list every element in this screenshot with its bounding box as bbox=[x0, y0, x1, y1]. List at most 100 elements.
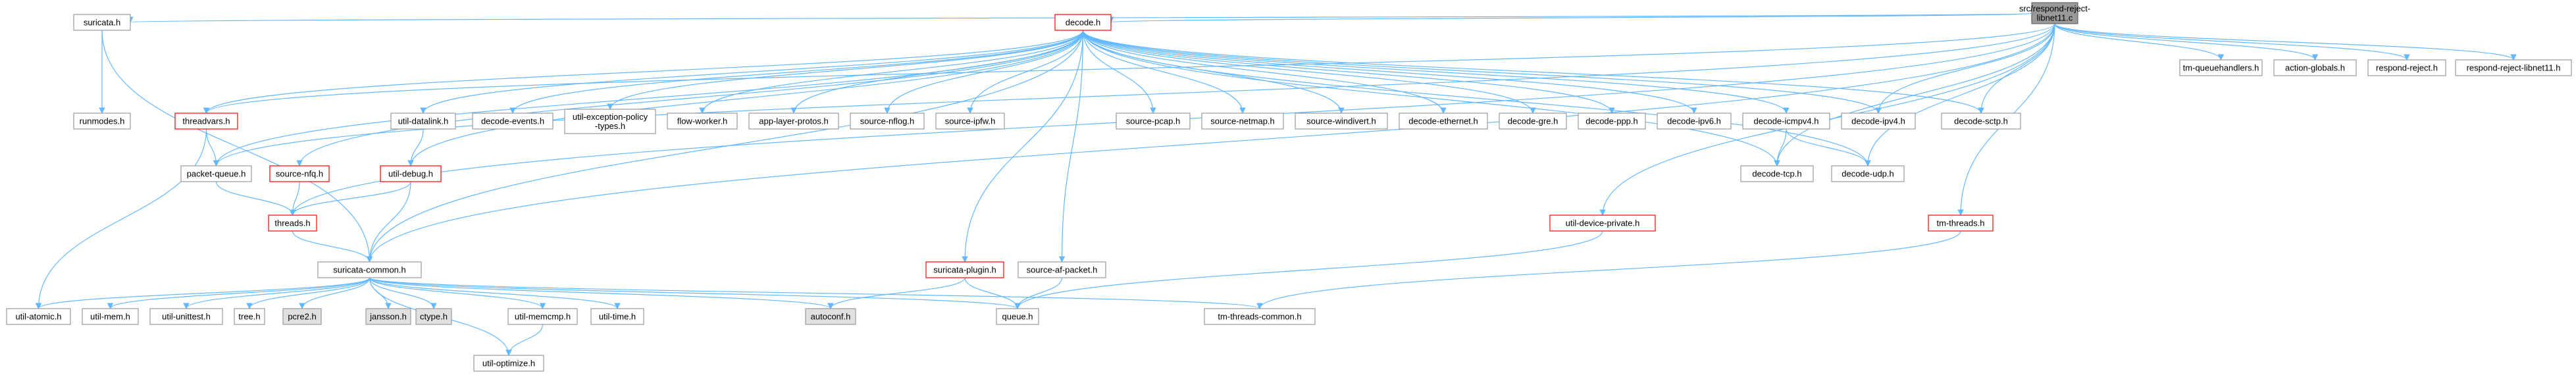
node-label: decode-udp.h bbox=[1842, 169, 1894, 179]
node-decev[interactable]: decode-events.h bbox=[472, 113, 554, 130]
edge-decode-to-decsctp bbox=[1082, 30, 1984, 114]
node-optimize[interactable]: util-optimize.h bbox=[473, 355, 544, 372]
node-srcnfq[interactable]: source-nfq.h bbox=[269, 165, 330, 182]
node-box bbox=[282, 308, 322, 325]
node-mem[interactable]: util-mem.h bbox=[82, 308, 139, 325]
edge-common-to-ctype bbox=[369, 277, 437, 309]
edge-plugin-to-autoconf bbox=[827, 277, 966, 309]
node-label: runmodes.h bbox=[80, 116, 125, 126]
node-dectcp[interactable]: decode-tcp.h bbox=[1740, 165, 1814, 182]
node-deceth[interactable]: decode-ethernet.h bbox=[1399, 113, 1488, 130]
edge bbox=[35, 128, 207, 309]
node-rrl[interactable]: respond-reject-libnet11.h bbox=[2455, 59, 2572, 76]
node-decppp[interactable]: decode-ppp.h bbox=[1578, 113, 1646, 130]
edge-root-to-threadvars bbox=[203, 23, 2055, 114]
node-threads[interactable]: threads.h bbox=[268, 215, 317, 232]
node-label: util-memcmp.h bbox=[515, 312, 571, 322]
node-memcmp[interactable]: util-memcmp.h bbox=[507, 308, 578, 325]
node-nflog[interactable]: source-nflog.h bbox=[850, 113, 925, 130]
node-box bbox=[507, 308, 578, 325]
node-queue[interactable]: queue.h bbox=[996, 308, 1039, 325]
node-label: decode-ipv6.h bbox=[1667, 116, 1721, 126]
edge-decicmp4-to-dectcp bbox=[1774, 128, 1787, 166]
edge-decode-to-srcnfq bbox=[296, 30, 1084, 166]
node-tree[interactable]: tree.h bbox=[234, 308, 265, 325]
node-decsctp[interactable]: decode-sctp.h bbox=[1941, 113, 2021, 130]
edge-decode-to-pcap bbox=[1082, 30, 1156, 114]
node-devprivate[interactable]: util-device-private.h bbox=[1549, 215, 1656, 232]
node-decipv4[interactable]: decode-ipv4.h bbox=[1841, 113, 1916, 130]
edge-root-to-common bbox=[366, 23, 2055, 263]
node-box bbox=[2273, 59, 2357, 76]
node-box bbox=[805, 308, 856, 325]
node-flowworker[interactable]: flow-worker.h bbox=[667, 113, 738, 130]
node-label: util-unittest.h bbox=[162, 312, 211, 322]
edge bbox=[246, 277, 371, 309]
node-box bbox=[1295, 113, 1388, 130]
node-threadvars[interactable]: threadvars.h bbox=[174, 113, 238, 130]
edge-common-to-autoconf bbox=[369, 277, 834, 309]
edge bbox=[1082, 30, 1246, 114]
node-box bbox=[180, 165, 252, 182]
node-netmap[interactable]: source-netmap.h bbox=[1201, 113, 1284, 130]
node-label: source-nfq.h bbox=[276, 169, 323, 179]
node-excpol[interactable]: util-exception-policy-types.h bbox=[564, 109, 656, 134]
node-unittest[interactable]: util-unittest.h bbox=[149, 308, 223, 325]
node-box bbox=[1201, 113, 1284, 130]
node-label: util-device-private.h bbox=[1566, 218, 1640, 228]
edge-pktq-to-threads bbox=[215, 181, 296, 216]
edge-decode-to-datalink bbox=[420, 30, 1084, 114]
node-decudp[interactable]: decode-udp.h bbox=[1831, 165, 1905, 182]
node-label: respond-reject.h bbox=[2376, 63, 2438, 73]
node-label: source-windivert.h bbox=[1306, 116, 1376, 126]
node-label: suricata-common.h bbox=[333, 265, 406, 275]
node-label: decode-gre.h bbox=[1508, 116, 1558, 126]
edge-decode-to-decipv4 bbox=[1082, 30, 1882, 114]
node-plugin[interactable]: suricata-plugin.h bbox=[925, 261, 1004, 278]
edge-root-to-tmqh bbox=[2054, 23, 2225, 61]
node-decgre[interactable]: decode-gre.h bbox=[1499, 113, 1567, 130]
node-rr[interactable]: respond-reject.h bbox=[2367, 59, 2446, 76]
node-pcap[interactable]: source-pcap.h bbox=[1116, 113, 1191, 130]
edge-common-to-unittest bbox=[183, 277, 371, 309]
node-pktq[interactable]: packet-queue.h bbox=[180, 165, 252, 182]
node-suricata[interactable]: suricata.h bbox=[73, 14, 131, 31]
node-windivert[interactable]: source-windivert.h bbox=[1295, 113, 1388, 130]
node-label: src/respond-reject- bbox=[2019, 4, 2090, 14]
node-ipfw[interactable]: source-ipfw.h bbox=[935, 113, 1005, 130]
node-tmthreads[interactable]: tm-threads.h bbox=[1928, 215, 1994, 232]
edge-root-to-decudp bbox=[1865, 23, 2055, 166]
node-decode[interactable]: decode.h bbox=[1054, 14, 1112, 31]
node-box bbox=[1657, 113, 1732, 130]
node-applayer[interactable]: app-layer-protos.h bbox=[748, 113, 839, 130]
node-common[interactable]: suricata-common.h bbox=[317, 261, 422, 278]
edge bbox=[1082, 30, 1447, 114]
node-tmcommon[interactable]: tm-threads-common.h bbox=[1204, 308, 1316, 325]
node-atomic[interactable]: util-atomic.h bbox=[6, 308, 71, 325]
node-afpacket[interactable]: source-af-packet.h bbox=[1018, 261, 1106, 278]
node-box bbox=[380, 165, 442, 182]
node-box bbox=[82, 308, 139, 325]
node-decicmp4[interactable]: decode-icmpv4.h bbox=[1742, 113, 1830, 130]
node-dbg[interactable]: util-debug.h bbox=[380, 165, 442, 182]
edge bbox=[369, 277, 546, 309]
node-box bbox=[174, 113, 238, 130]
node-box bbox=[149, 308, 223, 325]
node-label: util-debug.h bbox=[388, 169, 433, 179]
edge bbox=[369, 277, 1021, 309]
node-actglob[interactable]: action-globals.h bbox=[2273, 59, 2357, 76]
edge bbox=[1058, 30, 1084, 263]
edge bbox=[1256, 230, 1961, 309]
node-runmodes[interactable]: runmodes.h bbox=[73, 113, 131, 130]
edge-threads-to-common bbox=[292, 230, 373, 263]
node-utime[interactable]: util-time.h bbox=[590, 308, 644, 325]
node-decipv6[interactable]: decode-ipv6.h bbox=[1657, 113, 1732, 130]
edge bbox=[962, 30, 1084, 263]
node-tmqh[interactable]: tm-queuehandlers.h bbox=[2179, 59, 2263, 76]
node-datalink[interactable]: util-datalink.h bbox=[390, 113, 456, 130]
node-label: packet-queue.h bbox=[187, 169, 246, 179]
node-label: autoconf.h bbox=[811, 312, 851, 322]
edge bbox=[203, 23, 2055, 114]
node-box bbox=[1841, 113, 1916, 130]
edge-dbg-to-common bbox=[366, 181, 411, 263]
